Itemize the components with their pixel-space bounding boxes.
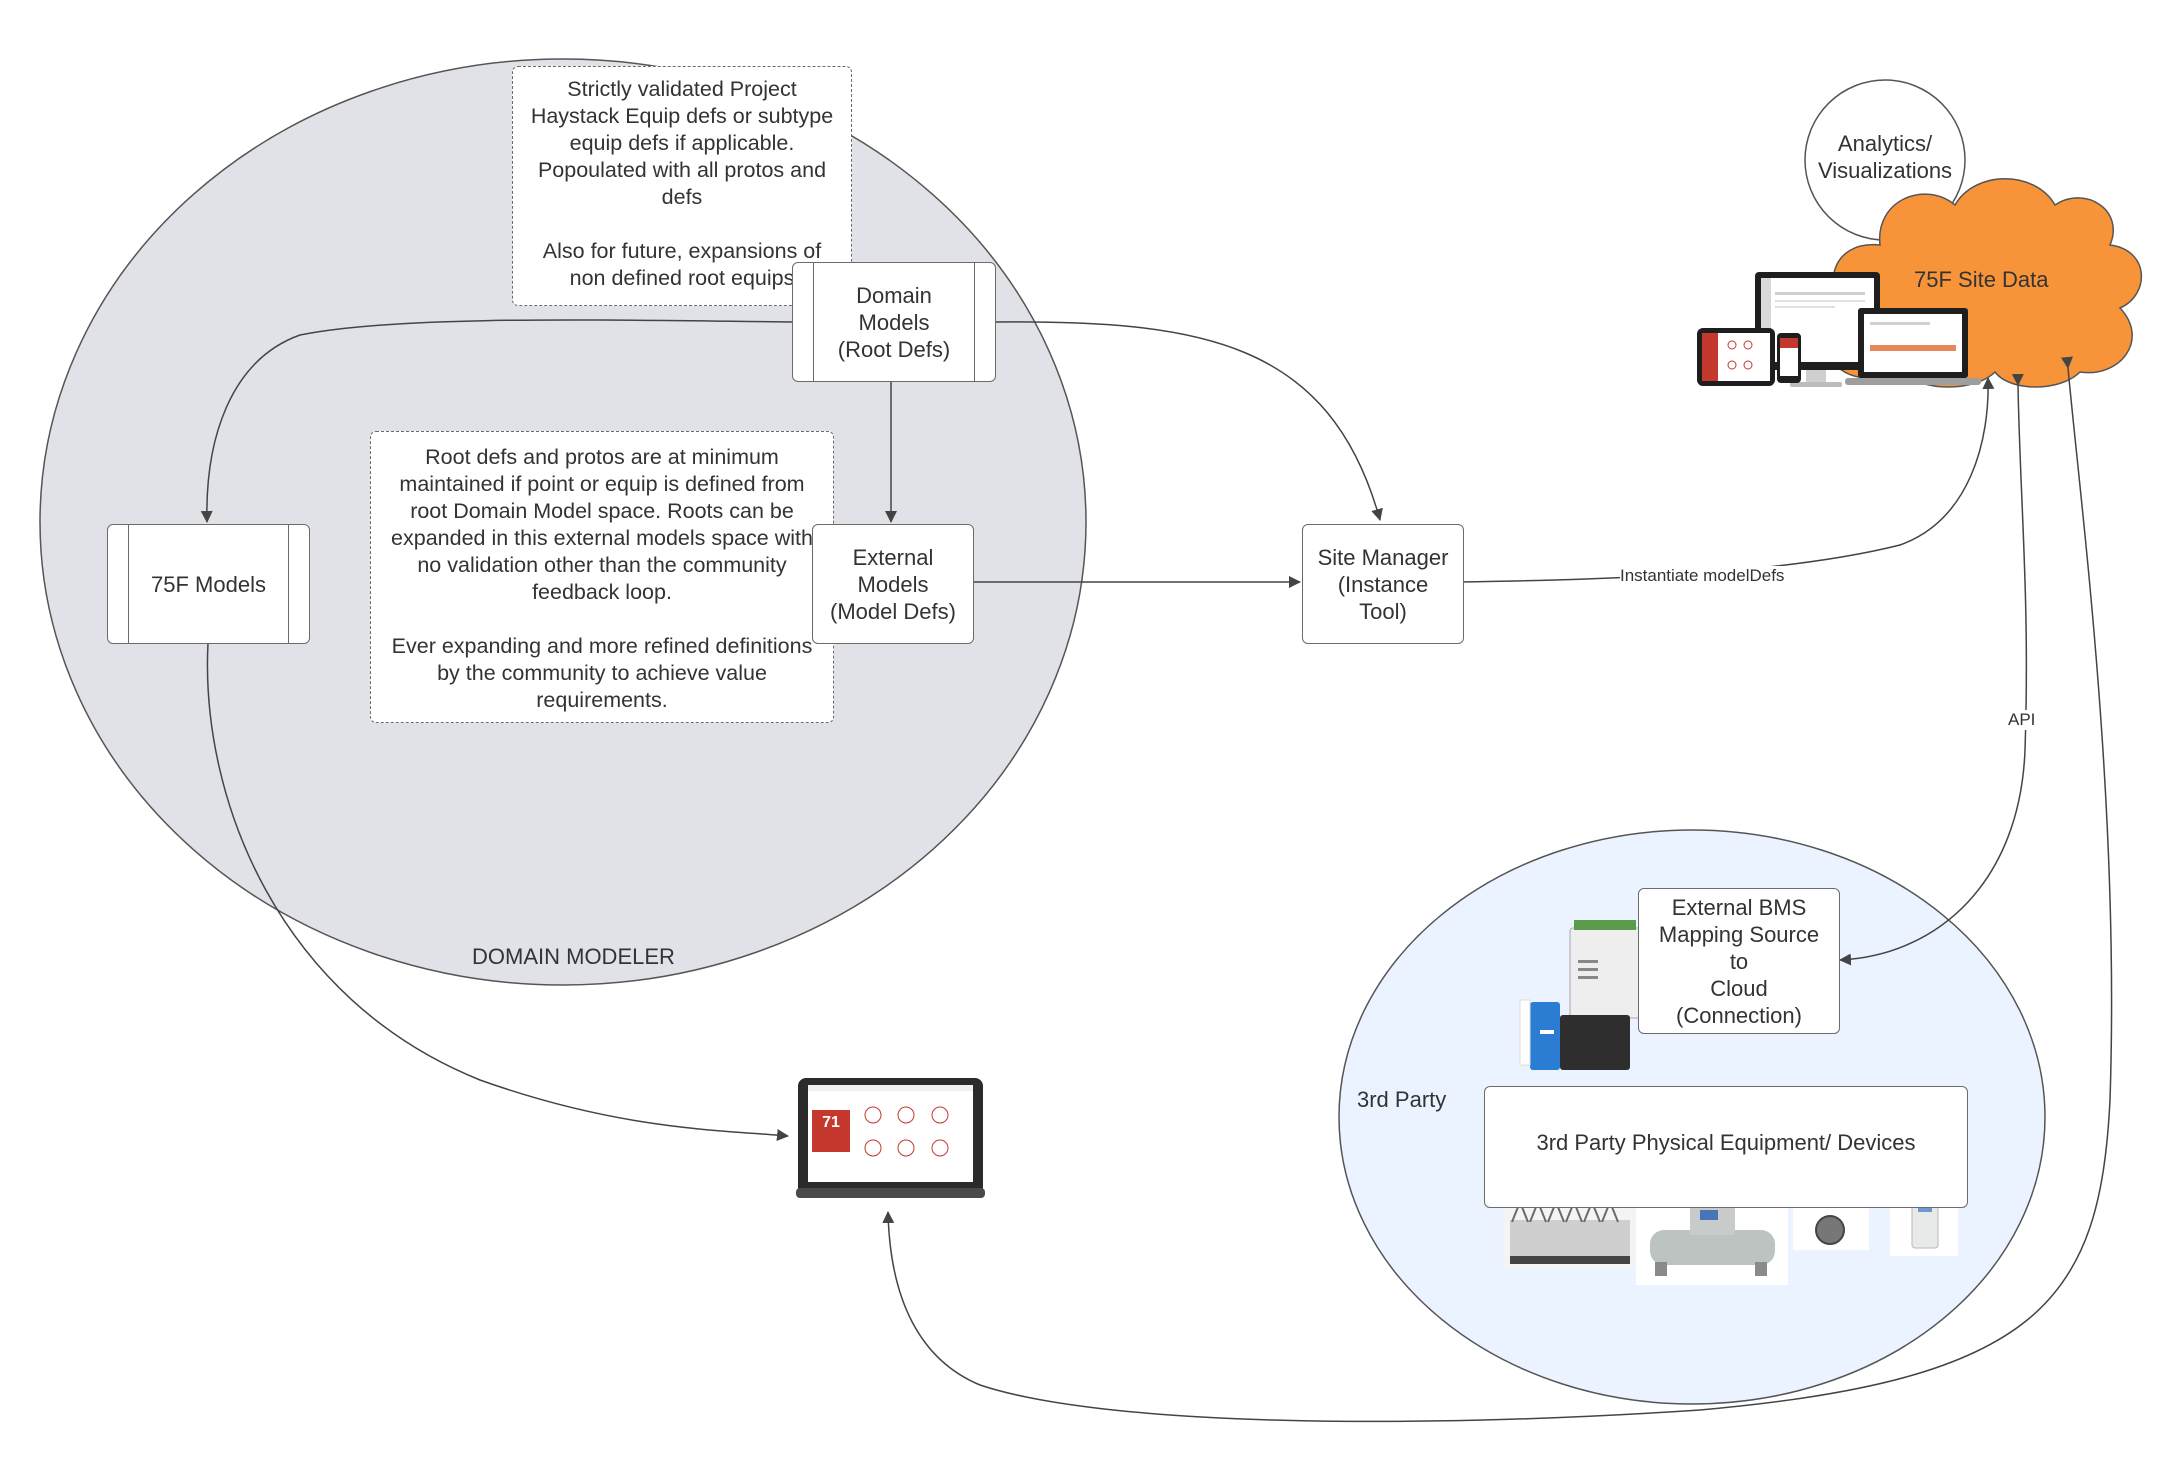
node-label-line: (Connection) [1676, 1002, 1802, 1028]
node-label-line: Tool) [1359, 598, 1407, 624]
node-label-line: (Model Defs) [830, 598, 956, 624]
note-line: maintained if point or equip is defined … [399, 472, 805, 496]
analytics-label-line: Visualizations [1817, 158, 1953, 183]
node-label: External Models (Model Defs) [830, 544, 956, 625]
note-line: defs [661, 185, 703, 209]
node-label-line: Site Manager [1317, 544, 1449, 570]
note-line: by the community to achieve value [437, 661, 767, 685]
edge-75f-to-tablet [206, 642, 789, 1142]
note-line: non defined root equips [569, 266, 795, 290]
note-line: requirements. [536, 688, 668, 712]
external-models-note: Root defs and protos are at minimum main… [370, 431, 834, 723]
node-label: Domain Models (Root Defs) [838, 282, 950, 363]
node-label: 75F Models [151, 571, 266, 597]
instantiate-edge-label: Instantiate modelDefs [1620, 566, 1785, 586]
external-bms-node[interactable]: External BMS Mapping Source to Cloud (Co… [1638, 888, 1840, 1034]
node-label-line: (Root Defs) [837, 336, 951, 362]
note-line: feedback loop. [532, 580, 672, 604]
third-party-equipment-node[interactable]: 3rd Party Physical Equipment/ Devices [1484, 1086, 1968, 1208]
models-75f-node[interactable]: 75F Models [107, 524, 310, 644]
node-label-line: External [852, 544, 934, 570]
api-edge-label: API [2008, 710, 2036, 730]
node-label: 3rd Party Physical Equipment/ Devices [1536, 1130, 1916, 1155]
node-label-line: External BMS [1671, 894, 1807, 920]
note-line: Haystack Equip defs or subtype [530, 104, 834, 128]
node-label-line: Cloud [1710, 975, 1768, 1001]
note-line: root Domain Model space. Roots can be [410, 499, 794, 523]
node-label-line: Models [858, 309, 930, 335]
tablet-device-illustration [796, 1078, 985, 1198]
edge-instantiate [1459, 377, 1995, 583]
node-label-line: Models [857, 571, 929, 597]
bms-controller-illustration [1519, 920, 1643, 1070]
third-party-label: 3rd Party [1357, 1087, 1447, 1112]
edge-tablet-cloud-loop [882, 356, 2113, 1423]
devices-cluster-illustration [1697, 272, 1981, 387]
node-label-line: Domain [856, 282, 932, 308]
domain-models-node[interactable]: Domain Models (Root Defs) [792, 262, 996, 382]
note-line: expanded in this external models space w… [391, 526, 813, 550]
note-line: Strictly validated Project [567, 77, 797, 101]
external-models-node[interactable]: External Models (Model Defs) [812, 524, 974, 644]
note-line: Popoulated with all protos and [537, 158, 827, 182]
analytics-label-line: Analytics/ [1837, 131, 1933, 156]
note-line: no validation other than the community [417, 553, 787, 577]
tablet-reading: 71 [822, 1114, 840, 1131]
node-label: External BMS Mapping Source to Cloud (Co… [1649, 894, 1829, 1029]
definition-note: Strictly validated Project Haystack Equi… [512, 66, 852, 306]
note-line: Root defs and protos are at minimum [425, 445, 779, 469]
site-data-label: 75F Site Data [1914, 267, 2049, 292]
edge-domain-to-75f [200, 319, 798, 523]
node-label-line: (Instance [1337, 571, 1429, 597]
node-label: Site Manager (Instance Tool) [1318, 544, 1449, 625]
node-label-line: Mapping Source to [1658, 921, 1820, 974]
note-line: Also for future, expansions of [542, 239, 822, 263]
site-manager-node[interactable]: Site Manager (Instance Tool) [1302, 524, 1464, 644]
note-line: Ever expanding and more refined definiti… [391, 634, 813, 658]
note-line: equip defs if applicable. [569, 131, 795, 155]
analytics-label: Analytics/ Visualizations [1805, 130, 1965, 184]
domain-modeler-label: DOMAIN MODELER [472, 944, 675, 969]
